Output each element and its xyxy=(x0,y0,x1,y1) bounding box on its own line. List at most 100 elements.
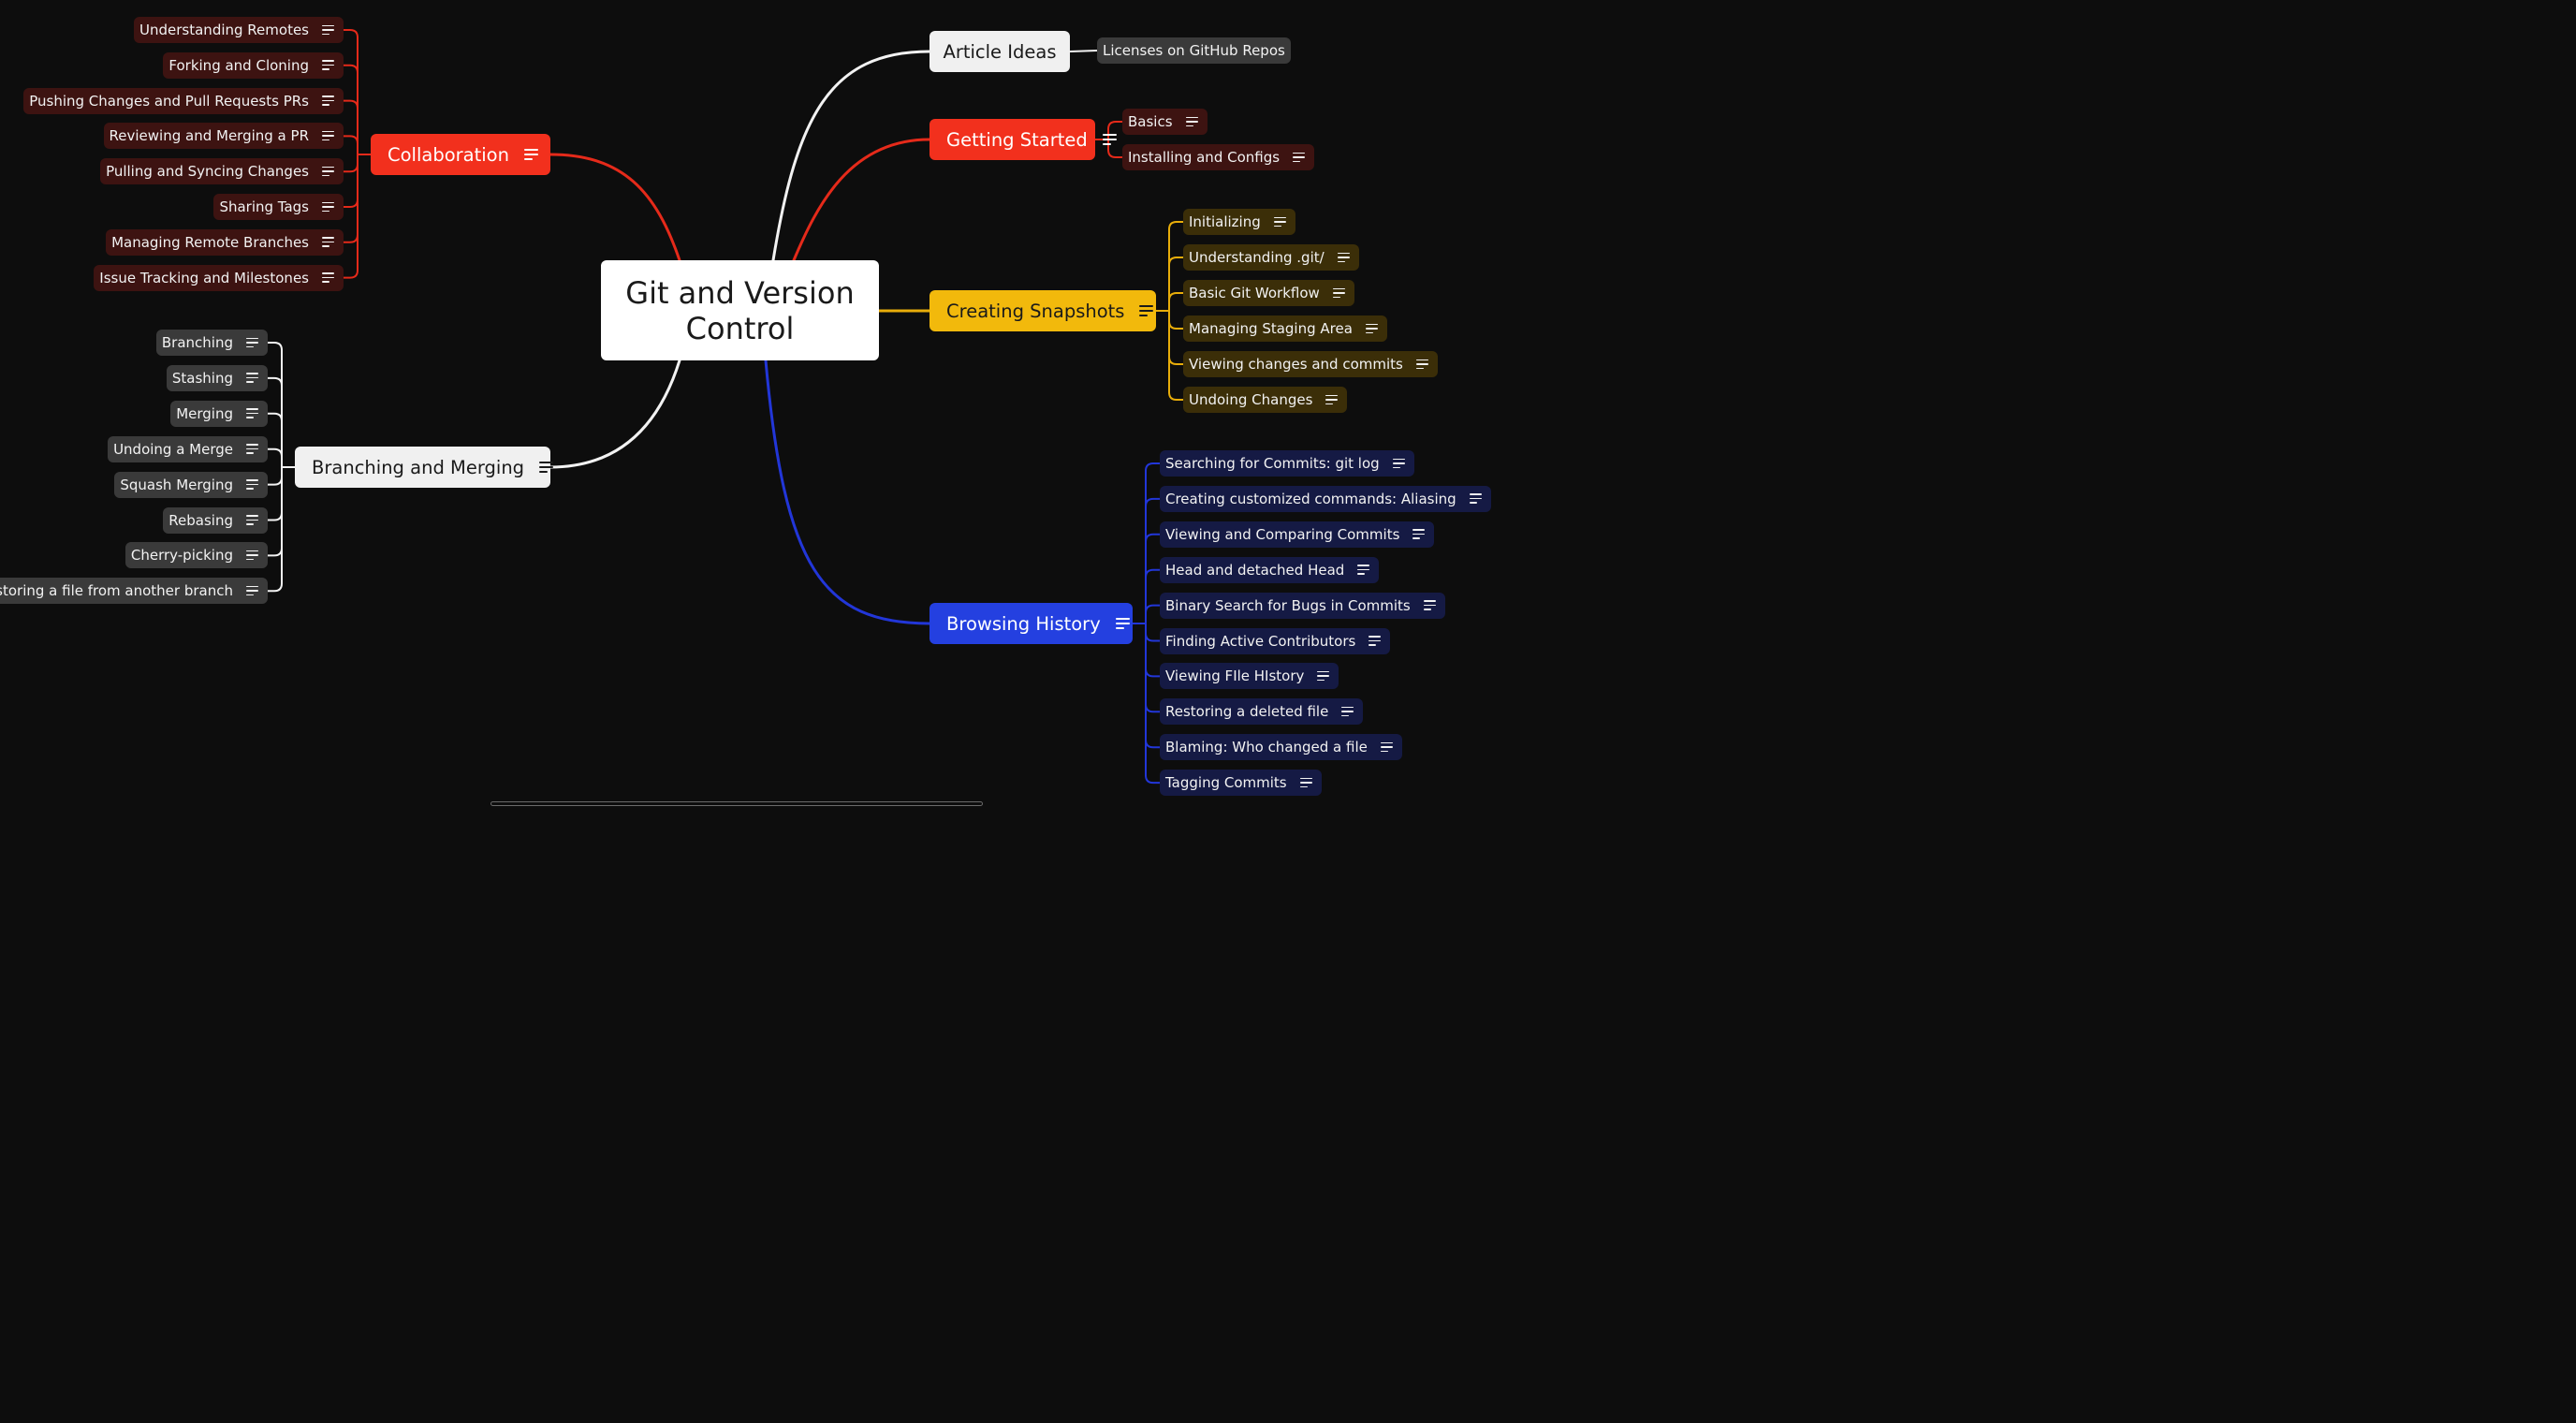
note-icon[interactable] xyxy=(322,60,334,70)
subtopic-connector xyxy=(343,135,359,145)
subtopic-label: Viewing FIle HIstory xyxy=(1165,667,1305,685)
subtopic-label: Understanding Remotes xyxy=(139,22,309,38)
subtopic-item[interactable]: Viewing FIle HIstory xyxy=(1160,663,1339,690)
note-icon[interactable] xyxy=(322,166,334,177)
note-icon[interactable] xyxy=(246,408,258,418)
subtopic-item[interactable]: Head and detached Head xyxy=(1160,556,1380,583)
root-topic[interactable]: Git and Version Control xyxy=(601,260,879,360)
subtopic-item[interactable]: Restoring a deleted file xyxy=(1160,698,1364,726)
note-icon[interactable] xyxy=(322,95,334,106)
note-icon[interactable] xyxy=(539,462,554,473)
note-icon[interactable] xyxy=(523,149,538,160)
subtopic-item[interactable]: Searching for Commits: git log xyxy=(1160,450,1414,477)
note-icon[interactable] xyxy=(1415,359,1428,370)
subtopic-item[interactable]: Pushing Changes and Pull Requests PRs xyxy=(23,87,344,114)
note-icon[interactable] xyxy=(1299,777,1312,788)
subtopic-connector xyxy=(267,376,283,387)
subtopic-connector xyxy=(343,64,359,74)
note-icon[interactable] xyxy=(322,272,334,283)
note-icon[interactable] xyxy=(1102,134,1117,145)
note-icon[interactable] xyxy=(1368,636,1382,646)
note-icon[interactable] xyxy=(246,337,258,348)
subtopic-item[interactable]: Reviewing and Merging a PR xyxy=(103,123,344,150)
subtopic-item[interactable]: Merging xyxy=(170,400,268,427)
subtopic-item[interactable]: Viewing and Comparing Commits xyxy=(1160,521,1435,548)
note-icon[interactable] xyxy=(1357,565,1370,575)
subtopic-label: Pushing Changes and Pull Requests PRs xyxy=(29,92,309,110)
note-icon[interactable] xyxy=(322,24,334,36)
subtopic-connector xyxy=(1107,121,1123,130)
note-icon[interactable] xyxy=(1139,305,1154,316)
subtopic-label: Restoring a deleted file xyxy=(1165,703,1329,721)
subtopic-connector xyxy=(1145,632,1161,642)
subtopic-item[interactable]: Cherry-picking xyxy=(124,542,268,569)
topic-browsing-history[interactable]: Browsing History xyxy=(929,603,1133,644)
note-icon[interactable] xyxy=(322,130,334,141)
subtopic-item[interactable]: Stashing xyxy=(166,364,268,391)
subtopic-item[interactable]: Binary Search for Bugs in Commits xyxy=(1160,592,1445,619)
note-icon[interactable] xyxy=(322,201,334,213)
subtopic-item[interactable]: Managing Remote Branches xyxy=(106,228,344,256)
subtopic-item[interactable]: Basics xyxy=(1122,109,1208,135)
subtopic-item[interactable]: Forking and Cloning xyxy=(163,51,344,79)
note-icon[interactable] xyxy=(1293,152,1306,163)
note-icon[interactable] xyxy=(1325,394,1339,405)
subtopic-item[interactable]: Branching xyxy=(155,330,268,356)
subtopic-item[interactable]: Licenses on GitHub Repos xyxy=(1097,37,1291,64)
subtopic-label: Sharing Tags xyxy=(219,198,309,215)
note-icon[interactable] xyxy=(1380,741,1393,753)
note-icon[interactable] xyxy=(1469,493,1482,504)
note-icon[interactable] xyxy=(246,373,258,383)
subtopic-item[interactable]: Initializing xyxy=(1183,209,1295,235)
note-icon[interactable] xyxy=(1341,706,1354,717)
note-icon[interactable] xyxy=(1185,116,1198,127)
subtopic-label: Rebasing xyxy=(168,511,233,529)
note-icon[interactable] xyxy=(1317,670,1330,682)
topic-branching-merging[interactable]: Branching and Merging xyxy=(295,447,554,488)
note-icon[interactable] xyxy=(246,479,258,490)
horizontal-scrollbar[interactable] xyxy=(490,801,983,806)
subtopic-item[interactable]: Viewing changes and commits xyxy=(1183,351,1438,377)
note-icon[interactable] xyxy=(246,585,258,596)
subtopic-item[interactable]: Basic Git Workflow xyxy=(1183,280,1354,306)
note-icon[interactable] xyxy=(1332,287,1345,299)
subtopic-item[interactable]: Squash Merging xyxy=(114,471,268,498)
subtopic-label: Issue Tracking and Milestones xyxy=(99,269,309,286)
subtopic-item[interactable]: Pulling and Syncing Changes xyxy=(100,158,344,185)
subtopic-item[interactable]: Rebasing xyxy=(163,506,268,534)
subtopic-item[interactable]: Blaming: Who changed a file xyxy=(1160,734,1402,761)
note-icon[interactable] xyxy=(1365,323,1378,334)
subtopic-item[interactable]: Sharing Tags xyxy=(213,194,344,220)
note-icon[interactable] xyxy=(1423,600,1436,610)
note-icon[interactable] xyxy=(1115,618,1130,629)
subtopic-connector xyxy=(1168,356,1184,365)
subtopic-connector xyxy=(1168,221,1184,230)
note-icon[interactable] xyxy=(246,550,258,561)
note-icon[interactable] xyxy=(322,237,334,247)
subtopic-item[interactable]: Creating customized commands: Aliasing xyxy=(1160,485,1491,512)
subtopic-item[interactable]: Understanding .git/ xyxy=(1183,244,1359,271)
subtopic-item[interactable]: Installing and Configs xyxy=(1122,144,1315,170)
note-icon[interactable] xyxy=(1412,529,1426,539)
subtopic-item[interactable]: Restoring a file from another branch xyxy=(0,578,268,605)
subtopic-item[interactable]: Managing Staging Area xyxy=(1183,315,1387,342)
note-icon[interactable] xyxy=(1392,458,1405,469)
topic-creating-snapshots[interactable]: Creating Snapshots xyxy=(929,290,1156,331)
topic-collaboration[interactable]: Collaboration xyxy=(371,134,550,175)
subtopic-item[interactable]: Undoing Changes xyxy=(1183,387,1348,413)
subtopic-item[interactable]: Issue Tracking and Milestones xyxy=(94,264,344,291)
topic-getting-started[interactable]: Getting Started xyxy=(929,119,1117,160)
note-icon[interactable] xyxy=(1337,252,1350,263)
topic-label: Browsing History xyxy=(946,612,1101,635)
subtopic-item[interactable]: Finding Active Contributors xyxy=(1160,627,1391,654)
note-icon[interactable] xyxy=(246,515,258,525)
subtopic-connector xyxy=(343,269,359,279)
subtopic-label: Managing Remote Branches xyxy=(111,233,309,251)
subtopic-item[interactable]: Undoing a Merge xyxy=(108,435,268,462)
note-icon[interactable] xyxy=(1273,216,1286,227)
subtopic-item[interactable]: Understanding Remotes xyxy=(134,17,344,43)
subtopic-item[interactable]: Tagging Commits xyxy=(1160,770,1322,797)
note-icon[interactable] xyxy=(246,444,258,454)
subtopic-connector xyxy=(1145,739,1161,749)
topic-article-ideas[interactable]: Article Ideas xyxy=(929,31,1070,72)
